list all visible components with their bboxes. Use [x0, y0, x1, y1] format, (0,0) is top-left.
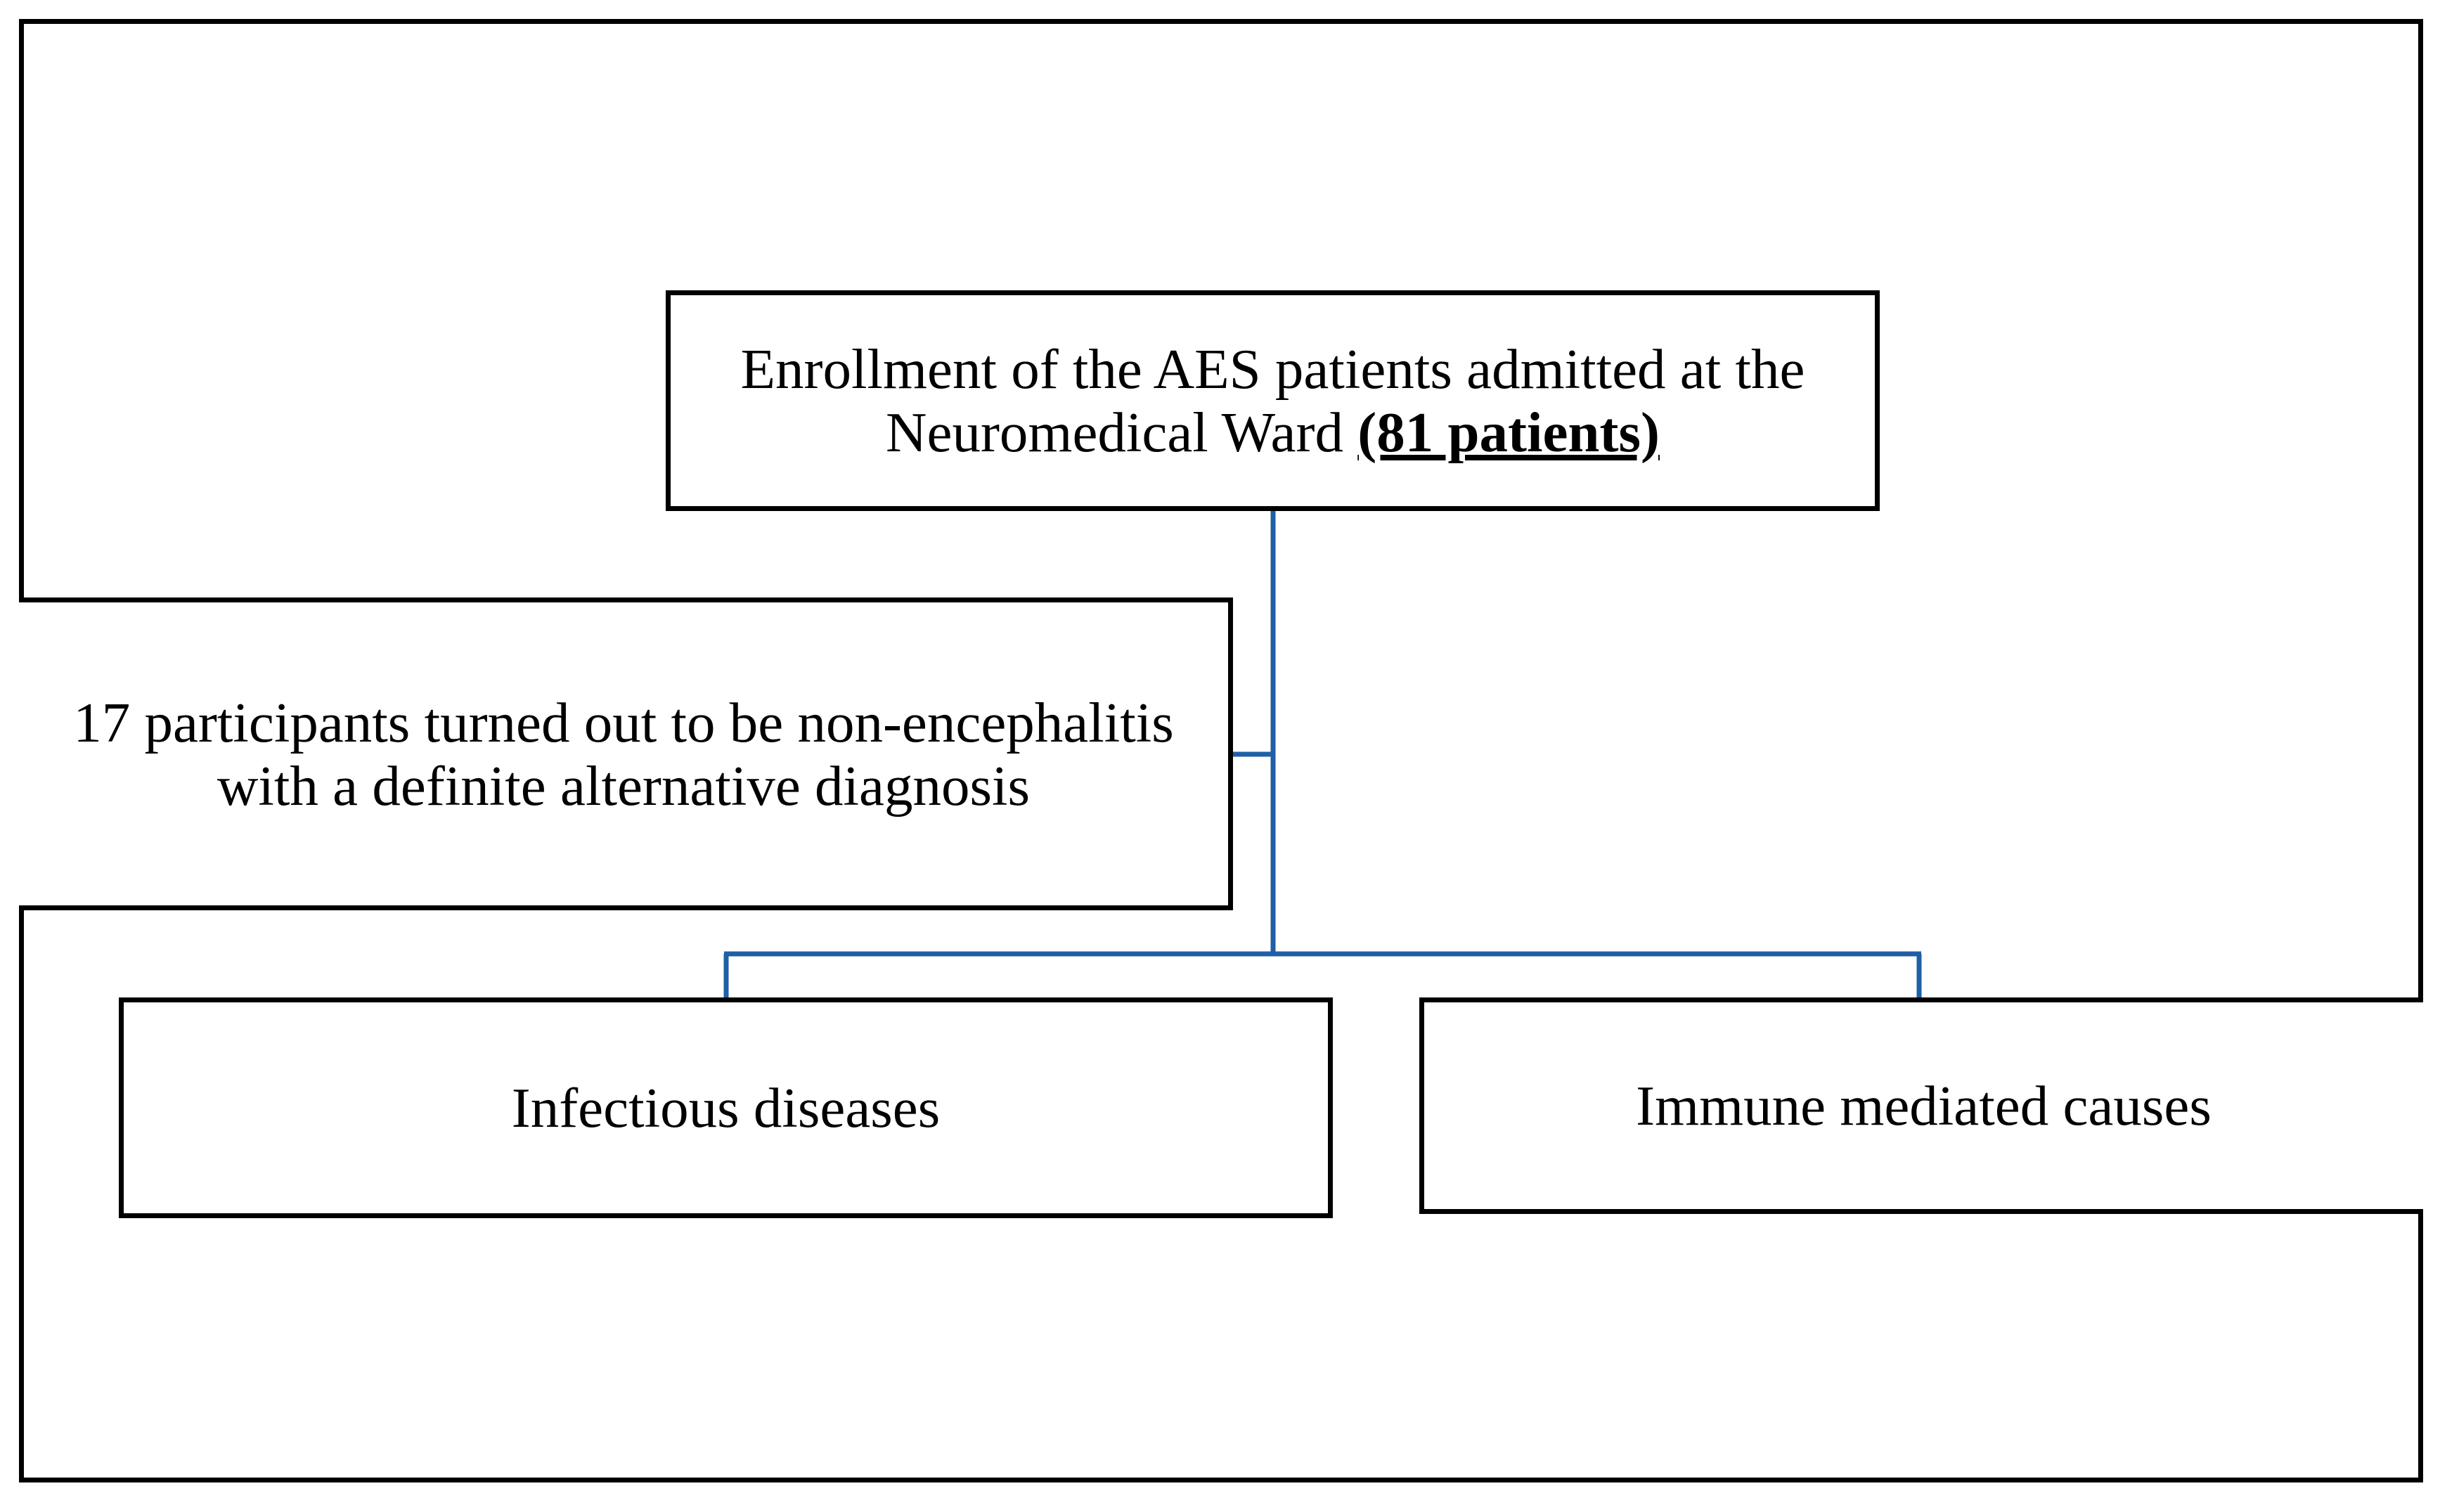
enrollment-line-1: Enrollment of the AES patients admitted … — [740, 337, 1805, 401]
enrollment-text: Enrollment of the AES patients admitted … — [741, 337, 1805, 464]
enrollment-patient-count: (81 patients) — [1357, 401, 1660, 464]
excluded-line-2: with a definite alternative diagnosis — [217, 754, 1031, 818]
enrollment-box: Enrollment of the AES patients admitted … — [666, 290, 1880, 511]
excluded-text: 17 participants turned out to be non-enc… — [73, 691, 1174, 818]
excluded-box: 17 participants turned out to be non-enc… — [19, 597, 1233, 910]
excluded-line-1: 17 participants turned out to be non-enc… — [73, 690, 1174, 754]
immune-label: Immune mediated causes — [1636, 1074, 2212, 1137]
infectious-label: Infectious diseases — [511, 1076, 941, 1139]
enrollment-line-2: Neuromedical Ward (81 patients) — [741, 401, 1805, 464]
enrollment-ward-label: Neuromedical Ward — [886, 401, 1343, 464]
immune-box: Immune mediated causes — [1419, 997, 2423, 1214]
infectious-box: Infectious diseases — [119, 997, 1333, 1218]
